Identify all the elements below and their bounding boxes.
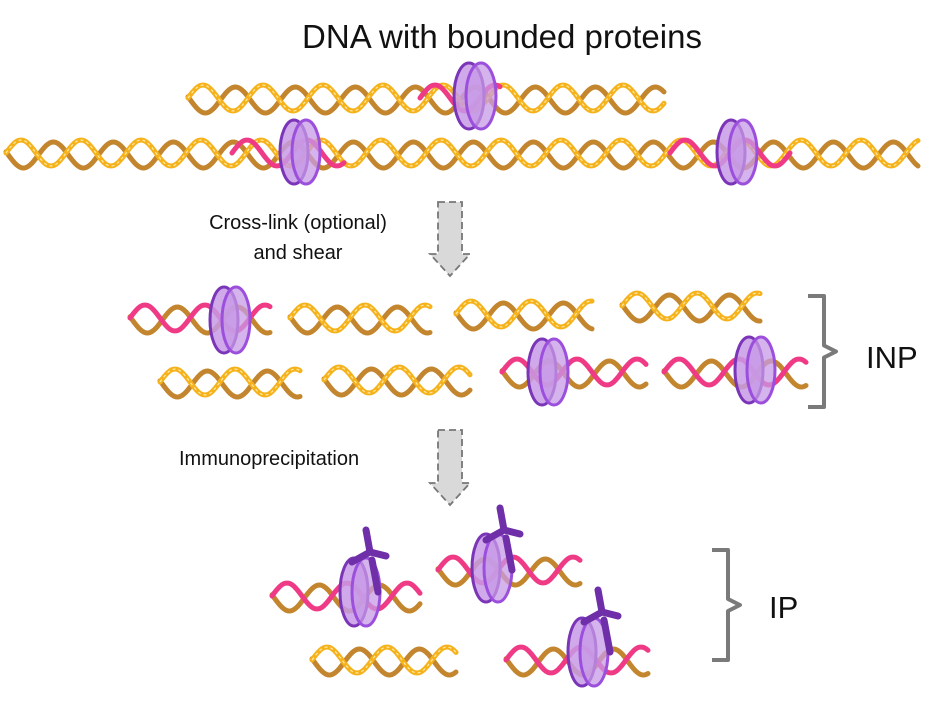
antibody-arm-right — [598, 608, 622, 620]
down-arrow-shear — [427, 201, 473, 278]
dna-base-pairs — [311, 646, 457, 674]
dna-front-strand — [321, 364, 473, 396]
ip-bracket — [712, 548, 742, 662]
antibody-2 — [482, 504, 524, 574]
antibody-3 — [580, 586, 622, 656]
dna-back-strand — [453, 300, 595, 332]
dna-front-strand — [453, 298, 595, 330]
dna-front-strand — [619, 290, 763, 322]
protein-top-1 — [452, 61, 498, 131]
dna-back-strand — [619, 292, 763, 324]
antibody-tail — [600, 616, 614, 656]
protein-fragment-1 — [208, 285, 252, 355]
protein-front-disc — [290, 118, 322, 186]
antibody-1 — [348, 526, 390, 596]
antibody-arm-up — [594, 586, 606, 616]
protein-front-disc — [745, 335, 777, 405]
dna-fragment — [321, 364, 473, 398]
dna-front-strand — [309, 644, 459, 676]
protein-front-disc — [727, 118, 759, 186]
dna-fragment — [157, 366, 303, 400]
dna-base-pairs — [5, 139, 919, 167]
dna-back-strand — [287, 304, 433, 336]
dna-strand-main — [3, 137, 921, 171]
dna-front-strand — [499, 356, 649, 388]
dna-fragment — [499, 356, 649, 390]
input-bracket — [808, 294, 838, 409]
antibody-arm-up — [362, 526, 374, 556]
dna-base-pairs — [187, 84, 665, 112]
dna-fragment — [309, 644, 459, 678]
input-group-label: INP — [866, 340, 918, 375]
protein-fragment-3 — [733, 335, 777, 405]
protein-main-1 — [278, 118, 322, 186]
dna-base-pairs — [323, 366, 471, 394]
crosslink-label-line1: Cross-link (optional) — [209, 212, 387, 234]
immunoprecipitation-step-label: Immunoprecipitation — [179, 448, 360, 470]
protein-front-disc — [464, 61, 498, 131]
dna-fragment — [619, 290, 763, 324]
protein-main-2 — [715, 118, 759, 186]
antibody-arm-right — [500, 526, 524, 538]
protein-ip-3 — [566, 616, 610, 688]
antibody-arm-right — [366, 548, 390, 560]
protein-front-disc — [220, 285, 252, 355]
ip-group-label: IP — [769, 590, 799, 625]
down-arrow-ip — [427, 429, 473, 507]
diagram-title: DNA with bounded proteins — [302, 18, 702, 55]
crosslink-step-label: Cross-link (optional) and shear — [178, 208, 418, 268]
dna-base-pairs — [159, 368, 301, 396]
dna-fragment — [287, 302, 433, 336]
protein-front-disc — [538, 337, 570, 407]
antibody-tail — [368, 556, 382, 596]
antibody-tail — [502, 534, 516, 574]
protein-fragment-2 — [526, 337, 570, 407]
dna-back-strand — [157, 368, 303, 400]
dna-base-pairs — [289, 304, 431, 332]
dna-fragment — [453, 298, 595, 332]
crosslink-label-line2: and shear — [253, 242, 343, 264]
antibody-arm-up — [496, 504, 508, 534]
